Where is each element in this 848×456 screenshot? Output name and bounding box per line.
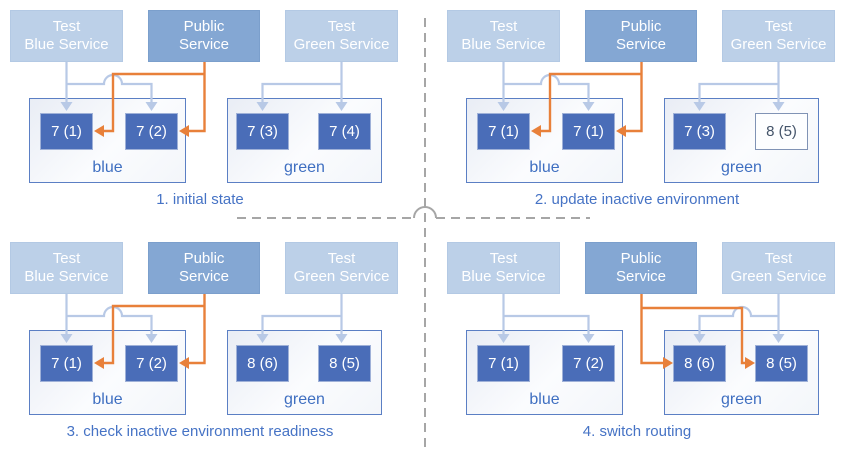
service-label-line: Public [183, 18, 225, 35]
service-label-line: Blue Service [24, 268, 109, 285]
test-route-lines [502, 294, 780, 334]
instance-box: 7 (1) [477, 113, 530, 150]
service-label-line: Blue Service [24, 36, 109, 53]
instance-box: 7 (1) [40, 113, 93, 150]
test-route-lines [502, 62, 780, 102]
green-environment-label: green [284, 391, 325, 408]
public-route-line [189, 294, 206, 365]
test-green-service-box: Test Green Service [722, 10, 835, 62]
service-label-line: Test [327, 18, 356, 35]
service-label-line: Test [764, 18, 793, 35]
service-label-line: Green Service [730, 268, 827, 285]
service-label-line: Service [615, 36, 667, 53]
step-panel-3: Test Blue Service Public Service Test Gr… [0, 232, 424, 456]
test-blue-service-box: Test Blue Service [447, 242, 560, 294]
blue-environment-label: blue [92, 391, 123, 408]
service-label-line: Test [52, 18, 81, 35]
green-environment-label: green [721, 391, 762, 408]
service-label-line: Service [615, 268, 667, 285]
test-route-lines [65, 62, 343, 102]
instance-box: 7 (2) [562, 345, 615, 382]
blue-environment-label: blue [529, 391, 560, 408]
service-label-line: Blue Service [461, 36, 546, 53]
public-route-line [626, 62, 643, 133]
step-caption: 4. switch routing [582, 423, 692, 440]
instance-box: 7 (3) [236, 113, 289, 150]
test-blue-service-box: Test Blue Service [10, 10, 123, 62]
public-service-box: Public Service [148, 242, 260, 294]
service-label-line: Public [620, 250, 662, 267]
instance-box: 8 (5) [318, 345, 371, 382]
service-label-line: Green Service [293, 36, 390, 53]
public-service-box: Public Service [585, 10, 697, 62]
public-route-line [189, 62, 206, 133]
service-label-line: Public [183, 250, 225, 267]
blue-environment-label: blue [92, 159, 123, 176]
test-blue-service-box: Test Blue Service [447, 10, 560, 62]
green-environment-label: green [284, 159, 325, 176]
step-panel-1: Test Blue Service Public Service Test Gr… [0, 0, 424, 224]
public-service-box: Public Service [148, 10, 260, 62]
test-green-service-box: Test Green Service [285, 242, 398, 294]
step-caption: 3. check inactive environment readiness [66, 423, 334, 440]
step-panel-4: Test Blue Service Public Service Test Gr… [424, 232, 848, 456]
public-route-line [640, 294, 663, 365]
instance-box: 7 (1) [40, 345, 93, 382]
service-label-line: Service [178, 36, 230, 53]
step-caption: 2. update inactive environment [534, 191, 740, 208]
green-environment-label: green [721, 159, 762, 176]
service-label-line: Service [178, 268, 230, 285]
test-blue-service-box: Test Blue Service [10, 242, 123, 294]
test-green-service-box: Test Green Service [285, 10, 398, 62]
public-service-box: Public Service [585, 242, 697, 294]
instance-box: 7 (3) [673, 113, 726, 150]
service-label-line: Test [52, 250, 81, 267]
test-route-lines [65, 294, 343, 334]
instance-box: 8 (6) [673, 345, 726, 382]
blue-environment-label: blue [529, 159, 560, 176]
instance-box: 7 (2) [125, 113, 178, 150]
instance-box: 7 (2) [125, 345, 178, 382]
instance-box: 7 (4) [318, 113, 371, 150]
service-label-line: Blue Service [461, 268, 546, 285]
instance-box: 7 (1) [562, 113, 615, 150]
service-label-line: Green Service [730, 36, 827, 53]
instance-box-new-version: 8 (5) [755, 113, 808, 150]
service-label-line: Test [489, 18, 518, 35]
test-green-service-box: Test Green Service [722, 242, 835, 294]
service-label-line: Green Service [293, 268, 390, 285]
service-label-line: Test [489, 250, 518, 267]
service-label-line: Public [620, 18, 662, 35]
instance-box: 7 (1) [477, 345, 530, 382]
step-caption: 1. initial state [156, 191, 244, 208]
instance-box: 8 (6) [236, 345, 289, 382]
instance-box: 8 (5) [755, 345, 808, 382]
step-panel-2: Test Blue Service Public Service Test Gr… [424, 0, 848, 224]
service-label-line: Test [764, 250, 793, 267]
service-label-line: Test [327, 250, 356, 267]
